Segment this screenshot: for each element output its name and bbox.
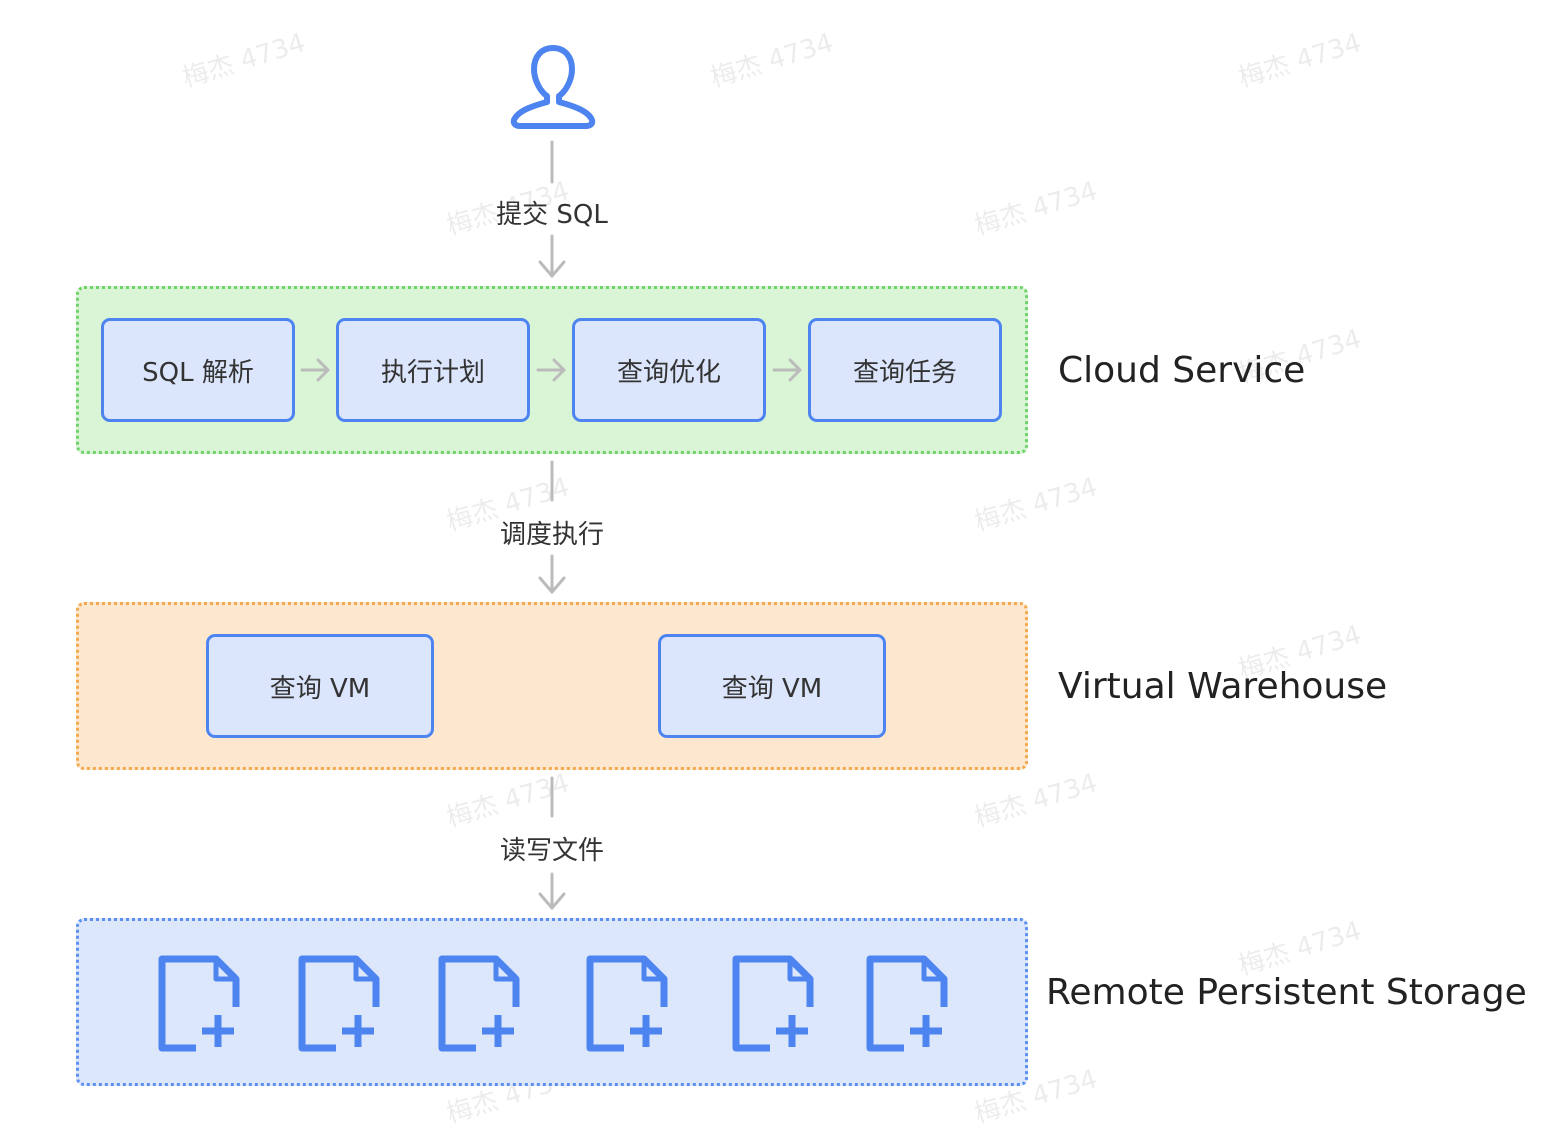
file-add-icon (158, 955, 240, 1052)
edge-label-submit-sql: 提交 SQL (496, 200, 608, 230)
arrowhead-submit (538, 260, 566, 278)
file-add-icon (732, 955, 814, 1052)
file-add-icon (866, 955, 948, 1052)
file-add-icon (298, 955, 380, 1052)
file-add-icon (586, 955, 668, 1052)
user-icon (510, 45, 596, 129)
node-query-vm: 查询 VM (658, 634, 886, 738)
arrowhead-schedule (538, 576, 566, 594)
file-add-icon (438, 955, 520, 1052)
node-query-vm: 查询 VM (206, 634, 434, 738)
node-query-optimize: 查询优化 (572, 318, 766, 422)
layer-label-virtual-warehouse: Virtual Warehouse (1058, 666, 1388, 707)
node-query-task: 查询任务 (808, 318, 1002, 422)
layer-label-remote-storage: Remote Persistent Storage (1046, 972, 1527, 1013)
arrowhead-readwrite (538, 892, 566, 910)
edge-label-read-write: 读写文件 (499, 836, 605, 866)
node-sql-parse: SQL 解析 (101, 318, 295, 422)
node-exec-plan: 执行计划 (336, 318, 530, 422)
layer-label-cloud-service: Cloud Service (1058, 350, 1306, 391)
edge-label-schedule: 调度执行 (499, 520, 605, 550)
